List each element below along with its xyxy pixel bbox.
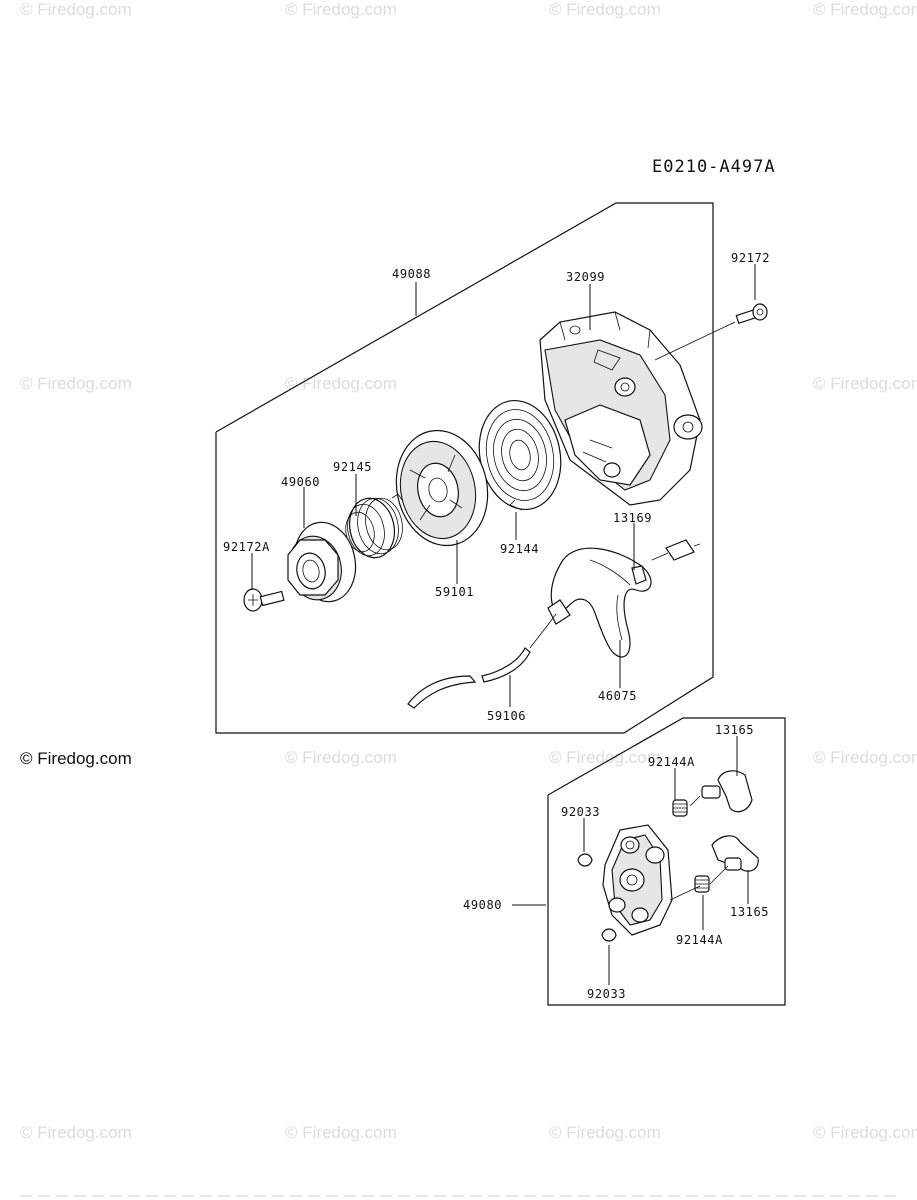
- ratchet-plate-drawing: [602, 824, 673, 936]
- diagram-code: E0210-A497A: [652, 157, 776, 177]
- label-49088: 49088: [392, 267, 431, 281]
- watermark-grid: © Firedog.com © Firedog.com © Firedog.co…: [20, 0, 917, 1142]
- part-labels: 49088 32099 92172 49060 92145 92172A 591…: [223, 251, 770, 1001]
- case-drawing: [539, 311, 703, 506]
- label-59106: 59106: [487, 709, 526, 723]
- watermark: © Firedog.com: [549, 748, 661, 767]
- watermark: © Firedog.com: [549, 0, 661, 19]
- label-92172: 92172: [731, 251, 770, 265]
- rope-drawing: [407, 613, 557, 709]
- watermark: © Firedog.com: [813, 748, 917, 767]
- watermark: © Firedog.com: [285, 374, 397, 393]
- watermark: © Firedog.com: [813, 0, 917, 19]
- ratchet-pawl-top-drawing: [701, 770, 753, 813]
- watermark: © Firedog.com: [20, 374, 132, 393]
- clip-drawing: [631, 539, 701, 585]
- label-46075: 46075: [598, 689, 637, 703]
- label-13165-bottom: 13165: [730, 905, 769, 919]
- label-49060: 49060: [281, 475, 320, 489]
- label-92144a-top: 92144A: [648, 755, 695, 769]
- label-13165-top: 13165: [715, 723, 754, 737]
- label-92144: 92144: [500, 542, 539, 556]
- label-59101: 59101: [435, 585, 474, 599]
- ratchet-guide-line: [669, 885, 701, 901]
- watermark: © Firedog.com: [285, 0, 397, 19]
- watermark: © Firedog.com: [20, 0, 132, 19]
- ratchet-guide-line: [689, 795, 701, 807]
- label-32099: 32099: [566, 270, 605, 284]
- spring-guide-drawing: [287, 521, 357, 603]
- label-13169: 13169: [613, 511, 652, 525]
- label-92033-bottom: 92033: [587, 987, 626, 1001]
- ratchet-springs-drawing: [672, 799, 710, 893]
- label-49080: 49080: [463, 898, 502, 912]
- bolt-case-drawing: [735, 303, 768, 324]
- ratchet-pawl-bottom-drawing: [711, 835, 759, 872]
- watermark: © Firedog.com: [549, 1123, 661, 1142]
- recoil-assembly-frame: [215, 202, 714, 734]
- watermark: © Firedog.com: [813, 1123, 917, 1142]
- label-92144a-bottom: 92144A: [676, 933, 723, 947]
- label-92145: 92145: [333, 460, 372, 474]
- watermark-visible: © Firedog.com: [20, 749, 132, 768]
- watermark: © Firedog.com: [20, 1123, 132, 1142]
- bolt-reel-drawing: [243, 588, 285, 612]
- watermark: © Firedog.com: [813, 374, 917, 393]
- leader-lines: [251, 264, 756, 985]
- watermark: © Firedog.com: [285, 1123, 397, 1142]
- label-92172a: 92172A: [223, 540, 270, 554]
- rings-drawing: [577, 853, 617, 942]
- reel-drawing: [395, 429, 489, 547]
- watermark: © Firedog.com: [285, 748, 397, 767]
- label-92033-top: 92033: [561, 805, 600, 819]
- ratchet-guide-line: [709, 865, 729, 885]
- ratchet-assembly-frame: [547, 717, 786, 1006]
- handle-drawing: [547, 547, 652, 658]
